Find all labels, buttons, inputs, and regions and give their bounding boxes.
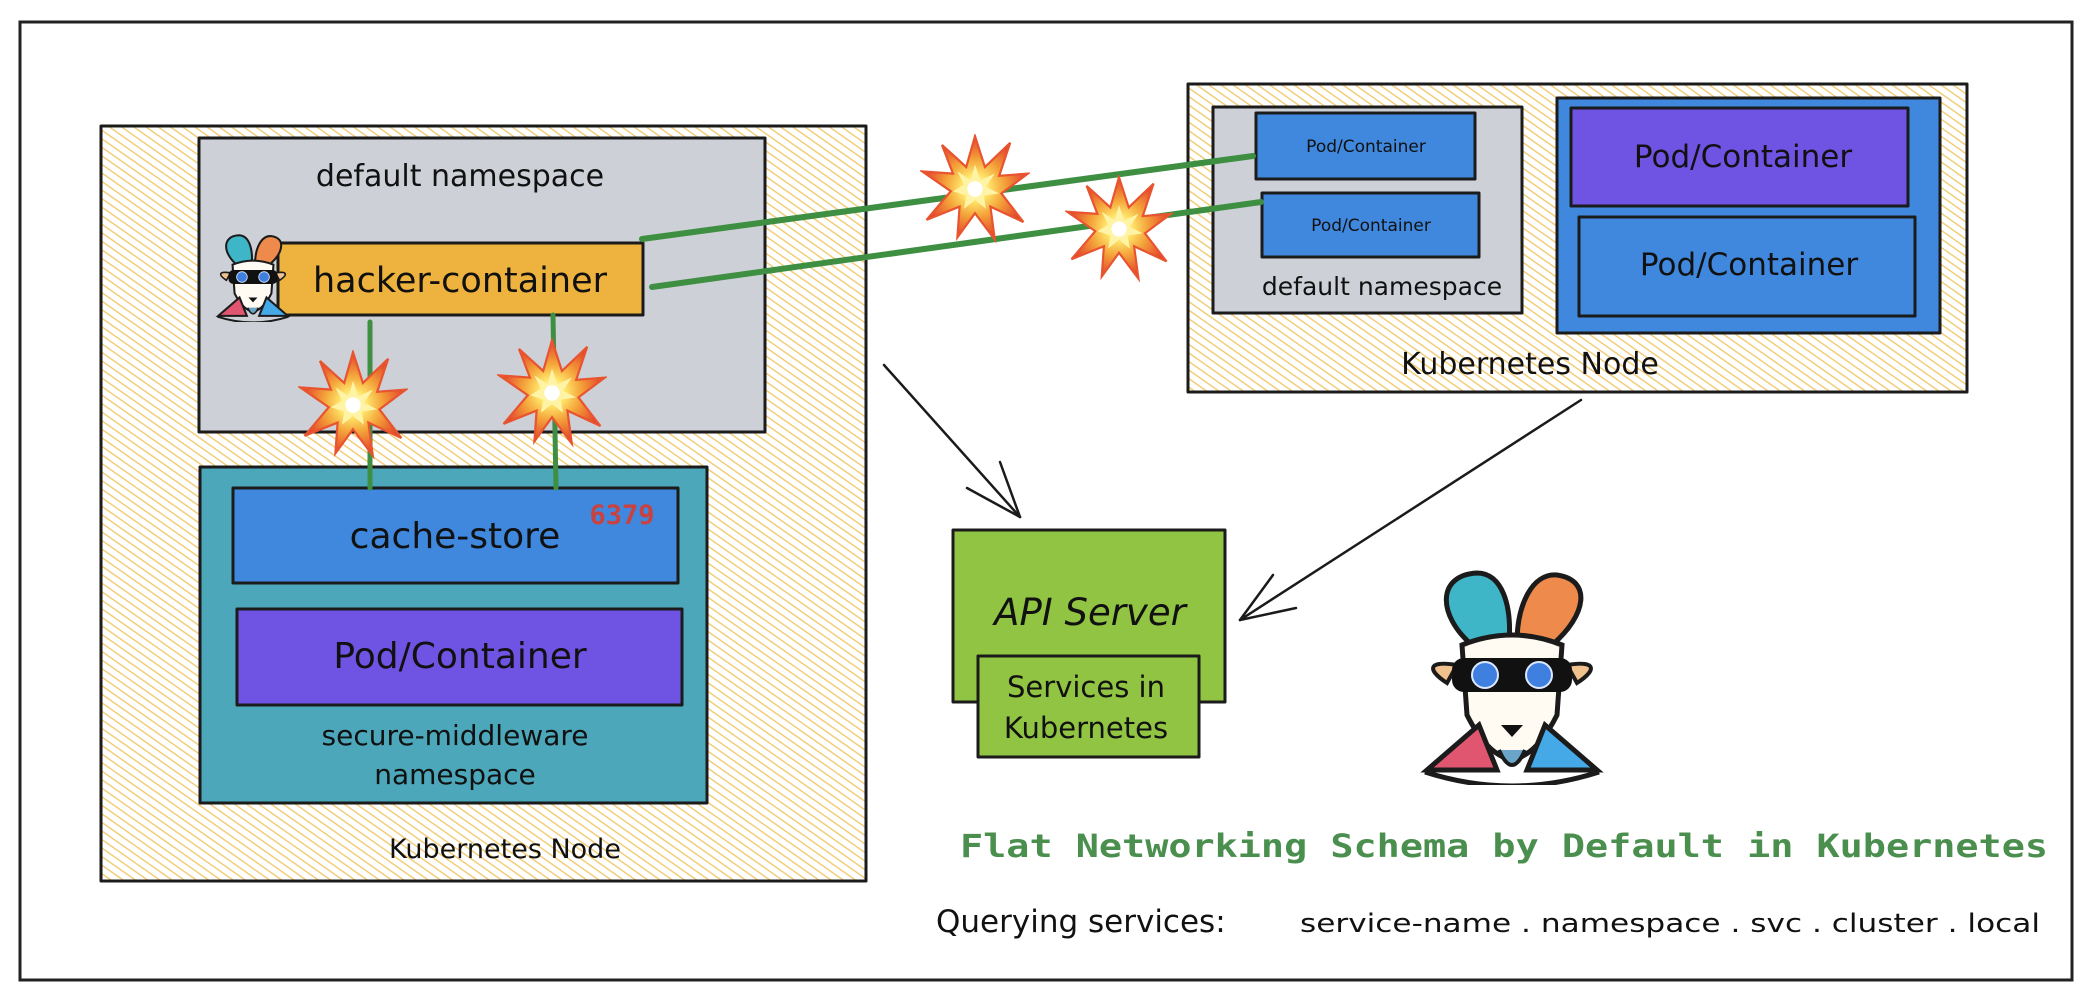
diagram-title: Flat Networking Schema by Default in Kub… <box>960 827 2048 865</box>
right-pod-1-box[interactable] <box>1254 111 1477 181</box>
right-node-label: Kubernetes Node <box>1401 347 1659 382</box>
left-node-label: Kubernetes Node <box>389 834 621 865</box>
services-label-line2: Kubernetes <box>1004 711 1168 745</box>
secure-pod-box[interactable] <box>235 607 684 707</box>
secure-pod-label: Pod/Container <box>333 636 587 677</box>
right-other-namespace: Pod/Container Pod/Container <box>1555 96 1942 335</box>
right-blue-pod-box[interactable] <box>1577 215 1917 318</box>
arrow-icon <box>882 363 1022 519</box>
api-server-label: API Server <box>992 591 1188 634</box>
secure-middleware-namespace: cache-store 6379 Pod/Container secure-mi… <box>198 465 709 805</box>
right-purple-pod-label: Pod/Container <box>1634 139 1852 175</box>
right-pod-1-label: Pod/Container <box>1306 137 1426 157</box>
arrows <box>882 363 1583 622</box>
right-blue-pod-label: Pod/Container <box>1640 247 1858 283</box>
api-server: API Server Services in Kubernetes <box>951 528 1227 759</box>
query-pattern: service-name . namespace . svc . cluster… <box>1300 909 2040 939</box>
hacker-container-label: hacker-container <box>313 261 608 301</box>
cache-store-box[interactable] <box>231 486 680 585</box>
secure-namespace-label-line1: secure-middleware <box>322 719 589 752</box>
right-purple-pod-box[interactable] <box>1569 106 1910 208</box>
right-pod-2-label: Pod/Container <box>1311 216 1431 236</box>
right-pod-2-box[interactable] <box>1260 191 1481 259</box>
right-default-namespace: Pod/Container Pod/Container default name… <box>1211 105 1524 315</box>
right-default-namespace-label: default namespace <box>1262 272 1502 301</box>
left-kubernetes-node: Kubernetes Node default namespace hacker… <box>99 124 868 883</box>
right-kubernetes-node: Kubernetes Node Pod/Container Pod/Contai… <box>1186 82 1969 394</box>
left-default-namespace-label: default namespace <box>316 159 604 194</box>
services-label-line1: Services in <box>1007 670 1165 704</box>
secure-namespace-label-line2: namespace <box>374 758 536 791</box>
hacker-container-box[interactable] <box>276 241 645 317</box>
query-label: Querying services: <box>936 904 1226 940</box>
services-in-kubernetes-box[interactable] <box>976 654 1201 759</box>
cache-store-label: cache-store <box>350 516 561 557</box>
cache-port-label: 6379 <box>589 500 654 531</box>
arrow-icon <box>1238 398 1583 622</box>
